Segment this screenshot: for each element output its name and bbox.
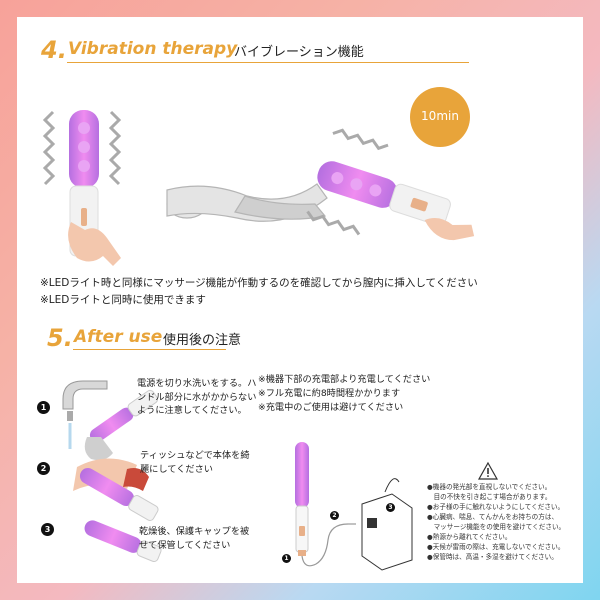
warning-6: ●熱源から離れてください。: [427, 533, 512, 541]
wipe-device-icon: [73, 458, 159, 521]
section4-jp-title: バイブレーション機能: [234, 45, 364, 60]
faucet-icon: [62, 380, 159, 461]
step-1-text: 電源を切り水洗いをする。ハンドル部分に水がかからないように注意してください。: [137, 378, 257, 416]
charging-cable-icon: [301, 523, 356, 567]
warning-8: ●保管時は、高温・多湿を避けてください。: [427, 553, 558, 561]
standing-device-icon: [295, 442, 309, 556]
warning-1: ●機器の発光部を直視しないでください。: [427, 483, 552, 491]
charge-note-2: ※フル充電に約8時間程かかります: [258, 388, 401, 399]
section5-jp-title: 使用後の注意: [163, 333, 242, 348]
section5-number: 5.: [47, 324, 73, 352]
step-3-text: 乾燥後、保護キャップを被せて保管してください: [139, 526, 250, 551]
charge-step-2: 2: [330, 511, 339, 520]
step-3-number: 3: [41, 523, 54, 536]
charge-step-1: 1: [282, 554, 291, 563]
step-1-number: 1: [37, 401, 50, 414]
warning-7: ●天候が雷雨の際は、充電しないでください。: [427, 543, 565, 551]
step-2-text: ティッシュなどで本体を綺麗にしてください: [140, 450, 250, 475]
timer-badge: [410, 87, 470, 147]
section4-note-1: ※LEDライト時と同様にマッサージ機能が作動するのを確認してから膣内に挿入してく…: [40, 277, 478, 289]
stored-device-icon: [84, 520, 162, 563]
charge-note-1: ※機器下部の充電部より充電してください: [258, 374, 431, 385]
section4-note-2: ※LEDライトと同時に使用できます: [40, 294, 206, 306]
charging-illustration: [295, 442, 413, 571]
wall-outlet-icon: [361, 478, 413, 571]
warning-5: マッサージ機能をの使用を避けてください。: [427, 523, 566, 531]
section4-title: Vibration therapy: [68, 39, 238, 59]
warning-4: ●心臓病、喘息、てんかんをお持ちの方は、: [427, 513, 559, 521]
section4-rule: [67, 62, 469, 63]
warning-3: ●お子様の手に触れないようにしてください。: [427, 503, 565, 511]
warning-2: 目の不快を引き起こす場合があります。: [427, 493, 552, 501]
lying-figure-icon: [166, 183, 328, 222]
charge-step-3: 3: [386, 503, 395, 512]
vibrating-device-icon: [42, 110, 122, 266]
charge-note-3: ※充電中のご使用は避けてください: [258, 402, 404, 413]
after-use-illustration: [62, 380, 162, 563]
section5-rule: [73, 349, 226, 350]
step-2-number: 2: [37, 462, 50, 475]
section5-title: After use: [74, 327, 163, 347]
vibration-illustration: [42, 87, 475, 266]
timer-badge-label: 10min: [421, 109, 459, 123]
section4-number: 4.: [41, 36, 67, 64]
vibrating-device-tilted-icon: [306, 128, 475, 241]
warning-icon: [477, 461, 499, 480]
manual-card: 4. Vibration therapy バイブレーション機能: [17, 17, 583, 583]
